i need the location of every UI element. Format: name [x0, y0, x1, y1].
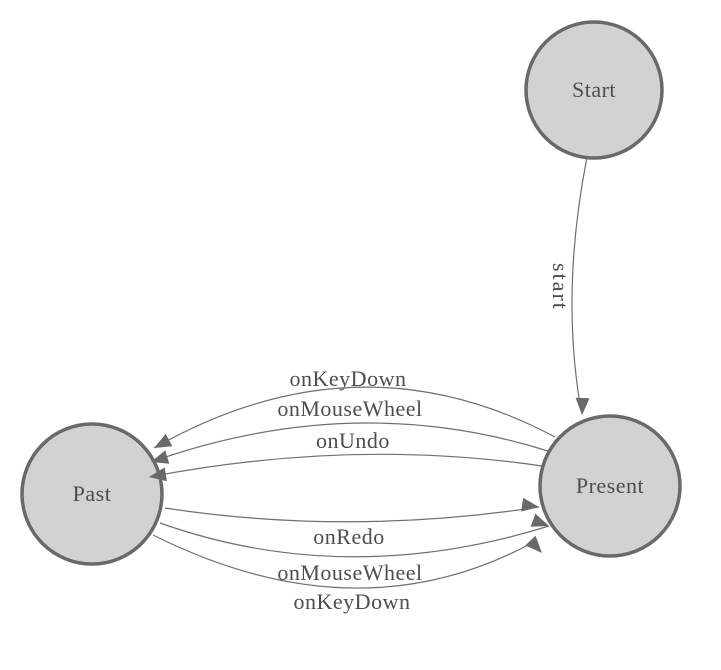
arrowhead-icon — [154, 433, 173, 448]
edge-start-to-present — [571, 156, 588, 405]
start-state-label: Start — [572, 77, 616, 102]
edge-label-onundo: onUndo — [316, 428, 390, 453]
edge-label-onmousewheel-bottom: onMouseWheel — [277, 560, 422, 585]
edge-past-to-present-onredo — [164, 506, 540, 523]
start-state-circle[interactable] — [524, 20, 664, 160]
arrowhead-icon — [530, 513, 549, 527]
present-state-circle[interactable] — [538, 414, 682, 558]
past-state-label: Past — [73, 481, 112, 506]
edge-label-onkeydown-bottom: onKeyDown — [294, 589, 411, 614]
node-present[interactable]: Present — [538, 414, 682, 558]
edge-past-to-present-onmousewheel — [159, 522, 550, 558]
edge-label-onkeydown-top: onKeyDown — [290, 366, 407, 391]
present-state-label: Present — [576, 473, 644, 498]
arrowhead-icon — [149, 467, 167, 482]
edge-present-to-past-onkeydown — [153, 386, 556, 449]
arrowhead-icon — [575, 397, 590, 415]
arrowhead-icon — [521, 497, 539, 512]
node-start[interactable]: Start — [524, 20, 664, 160]
past-state-circle[interactable] — [20, 422, 164, 566]
edge-past-to-present-onkeydown — [152, 534, 533, 589]
edge-present-to-past-onmousewheel — [150, 422, 549, 463]
edge-present-to-past-onundo — [148, 453, 543, 478]
edge-label-start: start — [548, 263, 573, 311]
edge-label-onredo: onRedo — [313, 524, 384, 549]
arrowhead-icon — [151, 450, 170, 464]
edge-label-onmousewheel-top: onMouseWheel — [277, 396, 422, 421]
arrowhead-icon — [525, 535, 542, 553]
node-past[interactable]: Past — [20, 422, 164, 566]
